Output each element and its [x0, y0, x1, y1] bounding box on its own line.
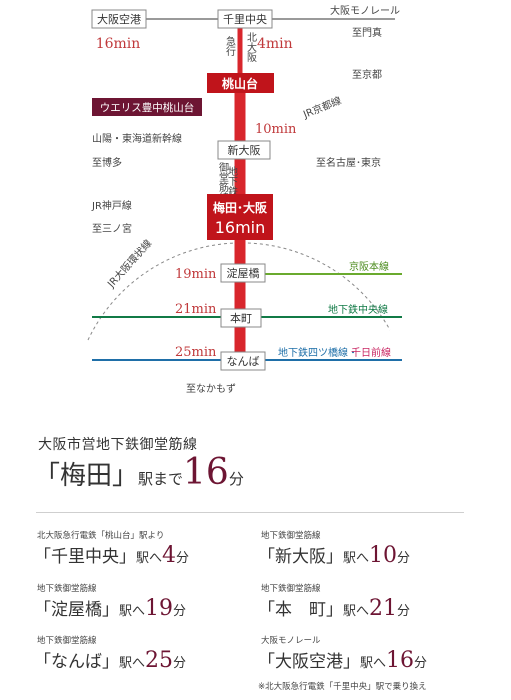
to-sannomiya: 至三ノ宮: [92, 222, 132, 235]
headline-line-name: 大阪市営地下鉄御堂筋線: [38, 437, 198, 453]
property-badge-label: ウエリス豊中桃山台: [100, 101, 195, 114]
divider: [36, 512, 464, 513]
time-honmachi: 21min: [175, 302, 217, 317]
access-minutes: 21: [369, 596, 398, 621]
monorail-label: 大阪モノレール: [330, 4, 400, 17]
access-sub: 地下鉄御堂筋線: [37, 636, 97, 646]
station-momoyamadai-label: 桃山台: [222, 76, 258, 91]
to-kadoma: 至門真: [352, 26, 382, 39]
access-minutes: 4: [162, 543, 177, 568]
access-minutes: 16: [386, 648, 415, 673]
access-sub: 大阪モノレール: [261, 636, 321, 646]
station-momoyamadai: [207, 73, 274, 93]
loop-line: [87, 242, 391, 341]
access-unit: 分: [173, 604, 187, 619]
sennichimae-label: 千日前線: [351, 346, 391, 359]
access-eki: 駅へ: [136, 551, 163, 566]
route-map: 大阪空港 16min 千里中央 4min 急行 北大阪 大阪モノレール 至門真 …: [87, 4, 402, 395]
station-honmachi-label: 本町: [230, 311, 252, 325]
access-station: 「大阪空港」: [258, 652, 360, 672]
kita-kyuko-label-1: 北大阪: [245, 32, 257, 63]
headline-unit: 分: [228, 470, 244, 488]
access-unit: 分: [397, 551, 411, 566]
access-item-shin-osaka: 地下鉄御堂筋線 「新大阪」駅へ10分: [258, 530, 410, 573]
time-airport: 16min: [96, 36, 141, 52]
jr-kobe-label: JR神戸線: [91, 199, 132, 212]
time-yodoyabashi: 19min: [175, 267, 217, 282]
headline: 「梅田」駅まで16分: [34, 452, 244, 493]
access-unit: 分: [397, 604, 411, 619]
station-shin-osaka-label: 新大阪: [228, 143, 261, 157]
access-eki: 駅へ: [343, 604, 370, 619]
access-minutes: 19: [145, 596, 174, 621]
access-item-honmachi: 地下鉄御堂筋線 「本 町」駅へ21分: [258, 583, 410, 626]
station-senri-chuo-label: 千里中央: [223, 13, 267, 26]
sanyo-label: 山陽・東海道新幹線: [92, 132, 182, 145]
access-unit: 分: [414, 656, 428, 671]
access-eki: 駅へ: [360, 656, 387, 671]
station-shin-osaka: [217, 140, 271, 160]
access-station: 「淀屋橋」: [34, 600, 119, 620]
keihan-label: 京阪本線: [349, 260, 389, 273]
yotsubashi-label: 地下鉄四ツ橋線・: [278, 346, 358, 359]
access-minutes: 25: [145, 648, 174, 673]
access-item-osaka-airport: 大阪モノレール 「大阪空港」駅へ16分: [258, 635, 427, 678]
property-badge: [92, 98, 202, 116]
station-osaka-airport-label: 大阪空港: [97, 12, 141, 26]
station-namba: [220, 351, 266, 371]
time-senri: 4min: [257, 36, 293, 52]
to-nakamozu: 至なかもず: [186, 383, 236, 395]
access-station: 「本 町」: [258, 600, 343, 620]
station-honmachi: [220, 308, 262, 328]
access-item-senri-chuo: 北大阪急行電鉄「桃山台」駅より 「千里中央」駅へ4分: [34, 530, 189, 573]
to-hakata: 至博多: [92, 156, 122, 169]
access-item-namba: 地下鉄御堂筋線 「なんば」駅へ25分: [34, 635, 186, 678]
headline-station: 「梅田」: [34, 461, 139, 491]
station-yodoyabashi: [220, 263, 266, 283]
access-unit: 分: [173, 656, 187, 671]
time-umeda: 16min: [215, 218, 266, 237]
station-yodoyabashi-label: 淀屋橋: [227, 266, 260, 280]
station-osaka-airport: [91, 9, 147, 29]
chuo-label: 地下鉄中央線: [328, 303, 388, 316]
access-sub: 地下鉄御堂筋線: [37, 584, 97, 594]
access-sub: 地下鉄御堂筋線: [261, 531, 321, 541]
access-station: 「千里中央」: [34, 547, 136, 567]
headline-minutes: 16: [183, 452, 229, 493]
subway-label-2: 御堂筋線: [217, 161, 229, 202]
station-namba-label: なんば: [227, 355, 260, 368]
transfer-note: ※北大阪急行電鉄「千里中央」駅で乗り換え: [258, 682, 427, 692]
station-umeda: [207, 194, 273, 240]
access-eki: 駅へ: [119, 604, 146, 619]
access-unit: 分: [176, 551, 190, 566]
loop-label: JR大阪環状線: [104, 237, 154, 291]
time-shin-osaka: 10min: [255, 122, 297, 137]
jr-kyoto-label: JR京都線: [300, 94, 343, 121]
headline-eki-made: 駅まで: [138, 470, 184, 488]
kita-kyuko-label-2: 急行: [224, 35, 236, 57]
access-station: 「なんば」: [34, 652, 119, 672]
to-kyoto: 至京都: [352, 68, 382, 81]
access-eki: 駅へ: [119, 656, 146, 671]
access-eki: 駅へ: [343, 551, 370, 566]
subway-label-1: 地下鉄: [226, 165, 238, 197]
access-sub: 北大阪急行電鉄「桃山台」駅より: [37, 531, 165, 541]
access-sub: 地下鉄御堂筋線: [261, 584, 321, 594]
time-namba: 25min: [175, 345, 217, 360]
station-umeda-label: 梅田･大阪: [213, 200, 268, 215]
station-senri-chuo: [217, 9, 273, 29]
access-item-yodoyabashi: 地下鉄御堂筋線 「淀屋橋」駅へ19分: [34, 583, 186, 626]
access-minutes: 10: [369, 543, 398, 568]
to-nagoya: 至名古屋･東京: [316, 156, 381, 169]
access-station: 「新大阪」: [258, 547, 343, 567]
